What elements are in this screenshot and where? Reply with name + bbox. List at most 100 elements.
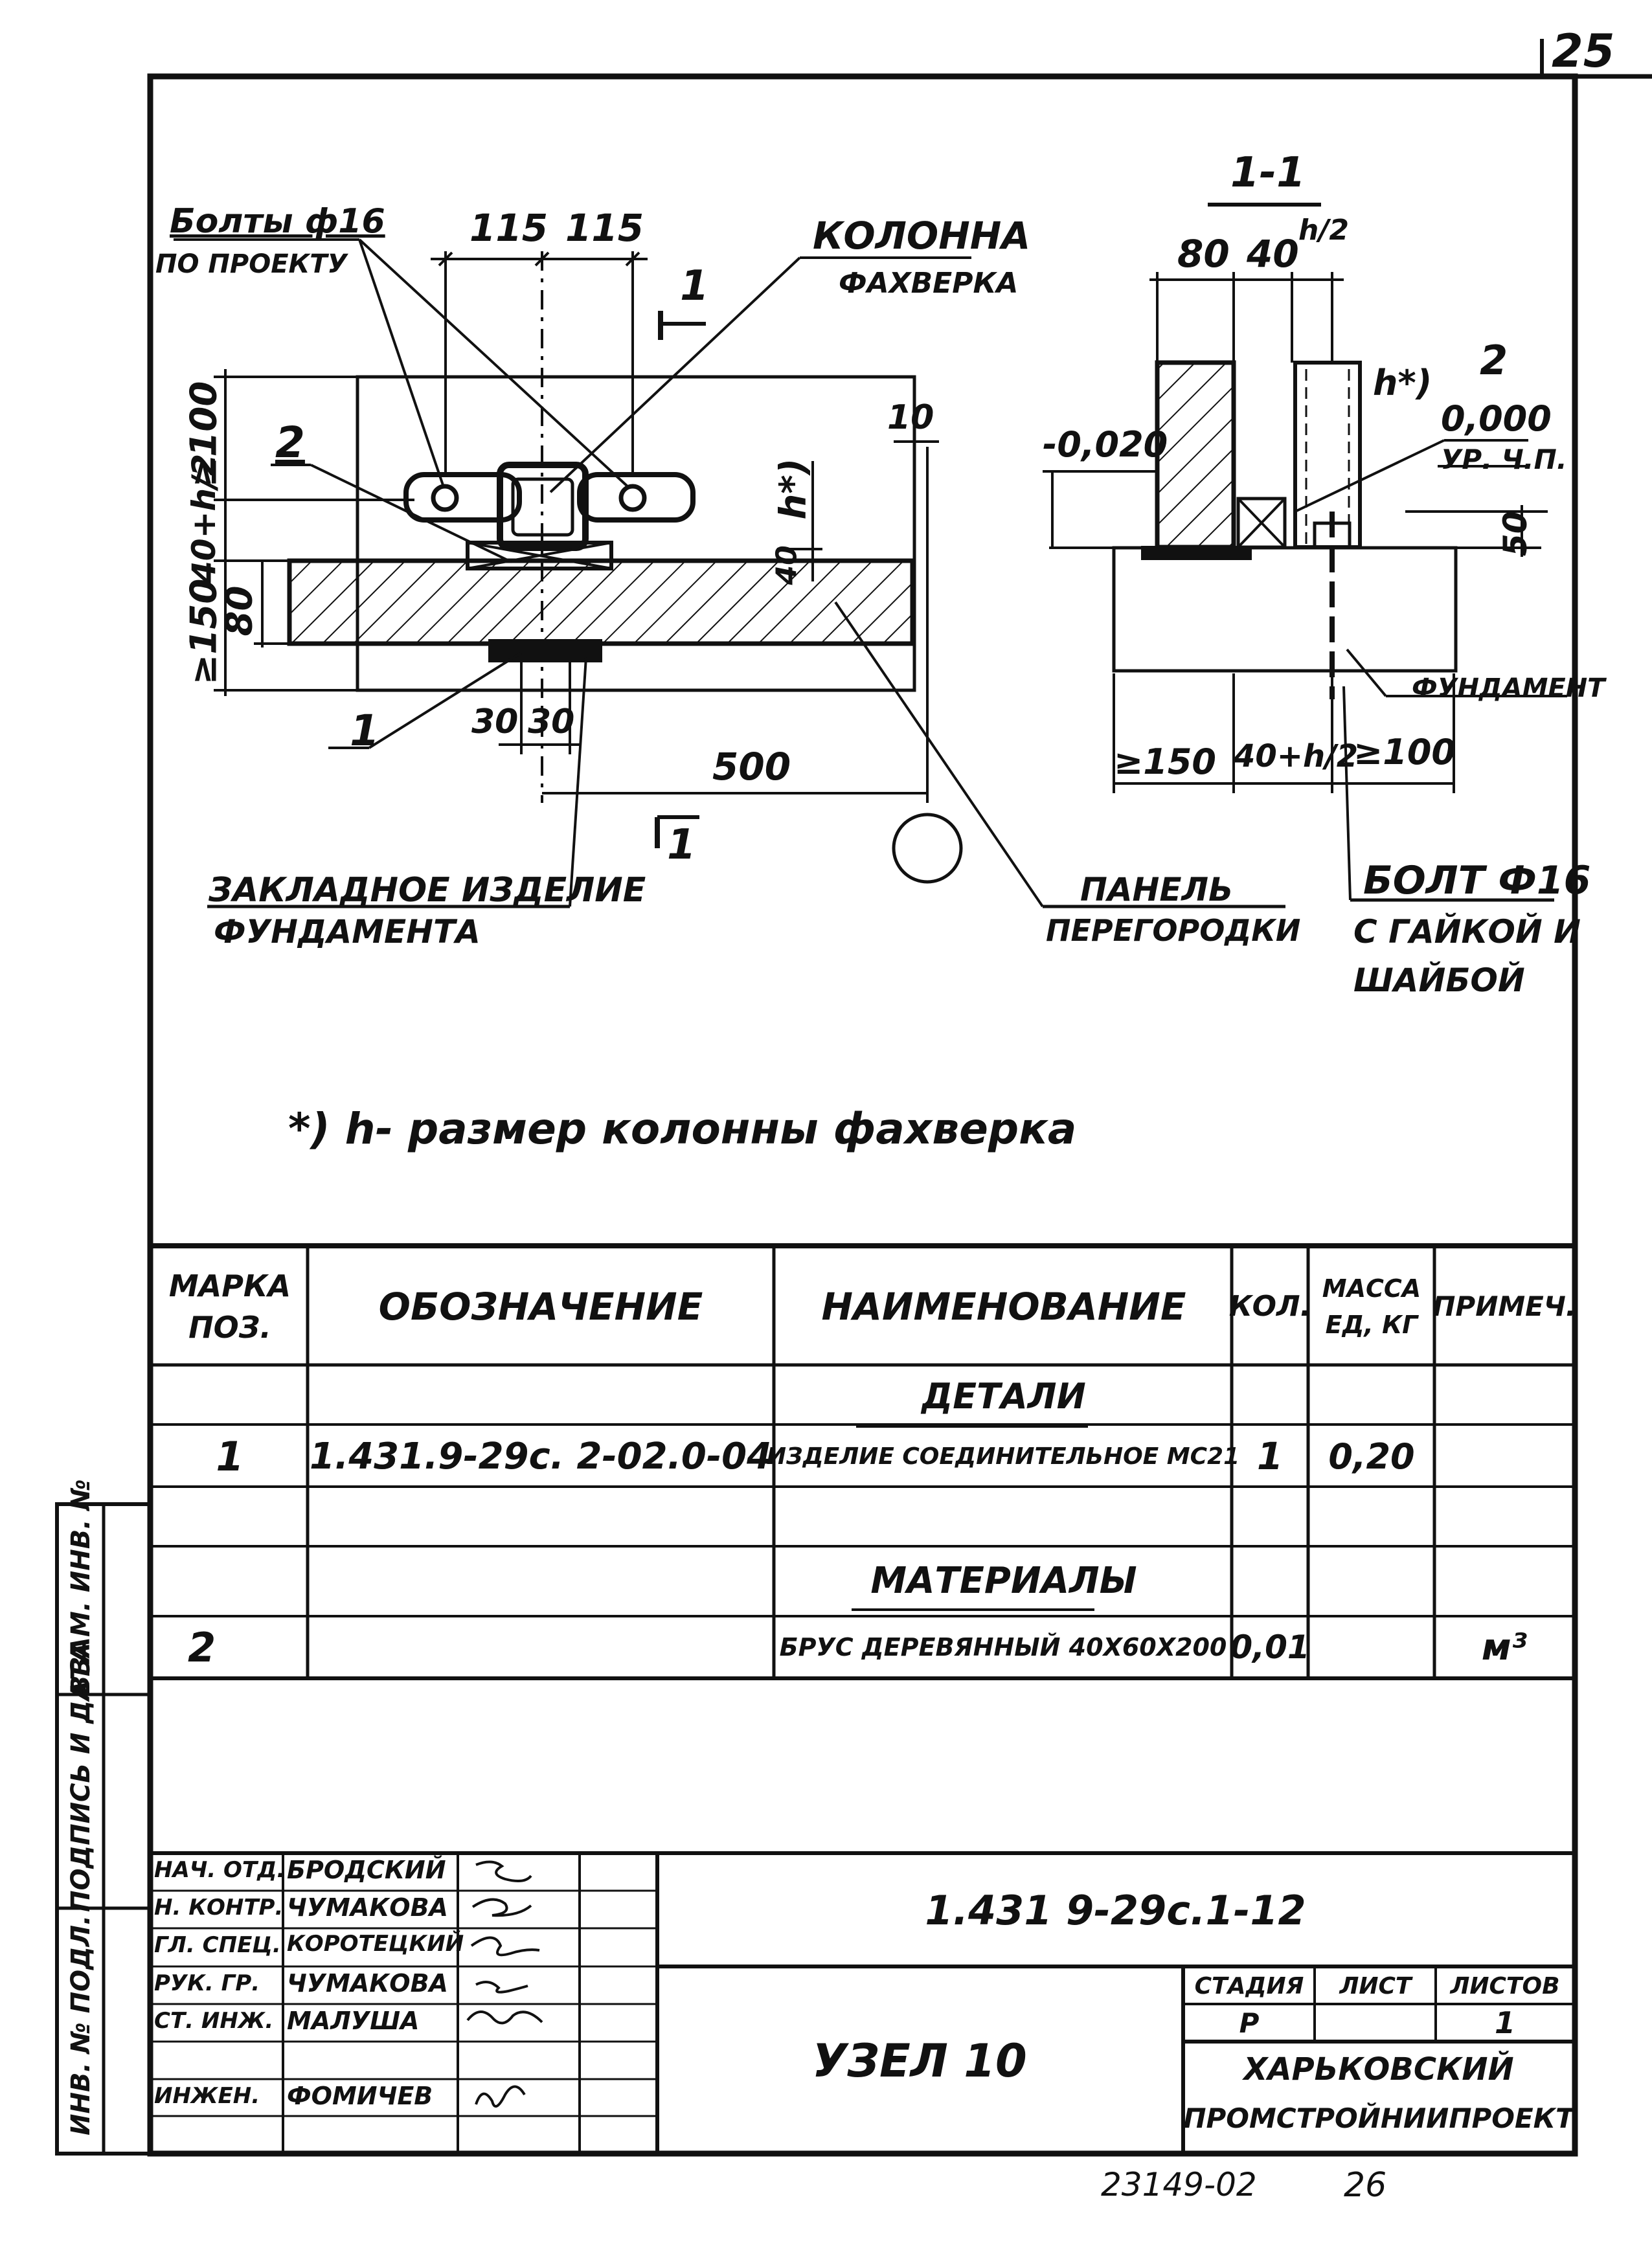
section-h-star: h*) bbox=[1373, 363, 1432, 403]
dim-40-h2: 40+h/2 bbox=[185, 453, 223, 583]
tb-name-5: Малуша bbox=[287, 2007, 420, 2035]
section-materials: Материалы bbox=[870, 1559, 1137, 1602]
foundation-outline bbox=[356, 375, 916, 692]
tb-role-3: Гл. спец. bbox=[154, 1932, 281, 1958]
row2-mark: 2 bbox=[188, 1623, 216, 1671]
row1-name: Изделие соединительное МС21 bbox=[766, 1443, 1240, 1470]
row2-qty: 0,01 bbox=[1230, 1628, 1310, 1666]
section-dim-ge100: ≥100 bbox=[1353, 732, 1456, 772]
stamp-inv: Инв. № подл. bbox=[66, 1915, 96, 2135]
th-mark: Марка поз. bbox=[168, 1268, 291, 1345]
bolt-label: Болт ф16 bbox=[1363, 858, 1591, 903]
th-note: Примеч. bbox=[1432, 1290, 1576, 1322]
panel-label: Панель bbox=[1080, 871, 1234, 908]
dim-h-star: h*) bbox=[772, 458, 815, 520]
tb-role-5: Ст. инж. bbox=[154, 2008, 274, 2034]
bolts-sub: по проекту bbox=[155, 249, 348, 279]
row1-designation: 1.431.9-29с. 2-02.0-04 bbox=[309, 1435, 773, 1478]
section-mark-top: 1 bbox=[680, 262, 709, 310]
section-dim-h2: h/2 bbox=[1298, 214, 1350, 247]
node-circle bbox=[892, 813, 963, 884]
foundation-label: Фундамент bbox=[1412, 673, 1605, 703]
tb-role-4: Рук. гр. bbox=[154, 1970, 260, 1996]
archive-number: 23149-02 bbox=[1101, 2166, 1257, 2203]
connecting-bar-right bbox=[577, 472, 696, 523]
dim-10: 10 bbox=[887, 398, 934, 437]
dim-30a: 30 bbox=[471, 703, 519, 741]
section-mark-bottom: 1 bbox=[667, 821, 696, 869]
th-designation: Обозначение bbox=[378, 1284, 703, 1329]
tb-name-3: Коротецкий bbox=[287, 1931, 464, 1957]
doc-code: 1.431 9-29с.1-12 bbox=[925, 1886, 1306, 1934]
org-line1: Харьковский bbox=[1243, 2051, 1514, 2088]
row2-name: Брус деревянный 40х60х200 bbox=[779, 1633, 1227, 1661]
embedded-label: Закладное изделие bbox=[209, 871, 646, 910]
th-qty: Кол. bbox=[1228, 1290, 1311, 1323]
stage-value: Р bbox=[1239, 2007, 1260, 2039]
embedded-sub: фундамента bbox=[214, 913, 481, 951]
row1-mass: 0,20 bbox=[1328, 1436, 1415, 1477]
section-foundation bbox=[1112, 546, 1458, 673]
embedded-plate bbox=[488, 639, 602, 662]
th-mass: Масса ед, кг bbox=[1322, 1274, 1421, 1339]
section-dim-50: 50 bbox=[1497, 511, 1534, 556]
section-panel bbox=[1155, 360, 1236, 550]
row1-note bbox=[1436, 1428, 1572, 1485]
sheet-label: Лист bbox=[1339, 1972, 1412, 1999]
section-timber bbox=[1236, 497, 1287, 549]
section-dim-ge150: ≥150 bbox=[1114, 741, 1216, 782]
tb-name-4: Чумакова bbox=[287, 1969, 448, 1998]
timber-block bbox=[466, 541, 613, 570]
column-sub: фахверка bbox=[839, 267, 1019, 300]
stage-label: Стадия bbox=[1194, 1972, 1304, 1999]
section-pos-2: 2 bbox=[1480, 337, 1508, 384]
row1-qty: 1 bbox=[1256, 1434, 1284, 1478]
column-label: Колонна bbox=[813, 214, 1031, 258]
bolts-label: Болты ф16 bbox=[170, 202, 385, 241]
row2-mass bbox=[1311, 1617, 1432, 1677]
plan-pos-1: 1 bbox=[350, 706, 379, 756]
tb-name-1: Бродский bbox=[287, 1856, 446, 1884]
section-title: 1-1 bbox=[1230, 149, 1306, 197]
bolt-sub1: с гайкой и bbox=[1353, 913, 1581, 951]
bolt-sub2: шайбой bbox=[1353, 962, 1525, 999]
sheet-title: Узел 10 bbox=[812, 2034, 1027, 2088]
dim-30b: 30 bbox=[528, 703, 575, 741]
panel-hatched bbox=[287, 558, 915, 646]
stamp-podpis: Подпись и дата bbox=[66, 1642, 96, 1912]
footnote: *) h- размер колонны фахверка bbox=[288, 1104, 1077, 1154]
section-column bbox=[1293, 361, 1362, 549]
row1-mark: 1 bbox=[216, 1432, 244, 1480]
level-neg: -0,020 bbox=[1043, 424, 1168, 465]
row2-designation bbox=[311, 1617, 771, 1677]
signatures bbox=[466, 1860, 543, 2108]
sheet-number: 25 bbox=[1552, 25, 1615, 78]
section-dim-80: 80 bbox=[1177, 232, 1230, 276]
tb-role-2: Н. контр. bbox=[154, 1895, 284, 1920]
section-details: Детали bbox=[922, 1375, 1086, 1417]
connecting-bar-left bbox=[403, 472, 522, 523]
sheet-frame bbox=[147, 73, 1578, 2157]
sheets-value: 1 bbox=[1494, 2005, 1515, 2040]
th-name: Наименование bbox=[821, 1284, 1186, 1329]
page-number: 26 bbox=[1344, 2166, 1387, 2205]
dim-500: 500 bbox=[712, 745, 791, 789]
sheet-value bbox=[1317, 2006, 1434, 2040]
floor-label: Ур. ч.п. bbox=[1441, 444, 1567, 475]
dim-40: 40 bbox=[770, 545, 804, 585]
dim-ge150: ≥150 bbox=[183, 578, 225, 685]
section-dim-40: 40 bbox=[1247, 232, 1299, 276]
section-dim-40h2: 40+h/2 bbox=[1234, 738, 1359, 774]
dim-115-right: 115 bbox=[565, 206, 644, 250]
sheets-label: Листов bbox=[1450, 1972, 1560, 1999]
row2-note: м³ bbox=[1481, 1626, 1528, 1669]
section-plate bbox=[1141, 546, 1252, 560]
tb-name-2: Чумакова bbox=[287, 1893, 448, 1922]
dim-115-left: 115 bbox=[470, 206, 549, 250]
plan-pos-2: 2 bbox=[275, 418, 305, 467]
tb-role-1: Нач. отд. bbox=[154, 1857, 286, 1883]
level-zero: 0,000 bbox=[1441, 398, 1552, 439]
panel-sub: перегородки bbox=[1046, 913, 1301, 948]
org-line2: Промстройниипроект bbox=[1183, 2102, 1574, 2134]
